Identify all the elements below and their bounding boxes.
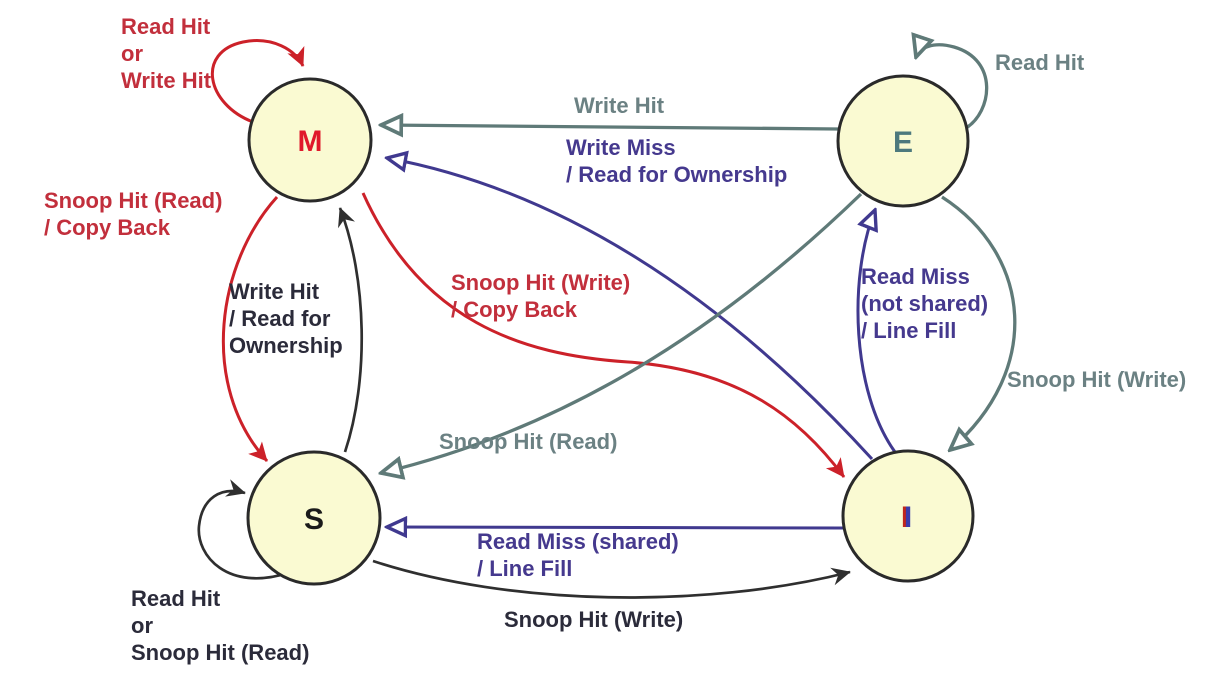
label-m-to-s: Snoop Hit (Read) / Copy Back [44,188,223,240]
edge-e-to-m-arrow [381,125,839,129]
edge-s-to-m-arrow [338,207,364,453]
node-invalid-label: I [904,501,912,534]
label-m-to-i: Snoop Hit (Write) / Copy Back [451,270,631,322]
node-shared-label: S [304,503,324,536]
edge-i-to-e-arrow [856,210,897,453]
label-i-to-m: Write Miss / Read for Ownership [566,135,788,187]
edge-m-self-loop-arrow [210,39,305,124]
node-exclusive-label: E [893,126,913,159]
label-e-self-loop: Read Hit [995,50,1085,75]
edge-m-to-s-arrow [221,195,279,462]
edge-e-self-loop-arrow [916,45,989,130]
node-modified-label: M [298,125,323,158]
label-i-to-e: Read Miss (not shared) / Line Fill [861,264,989,343]
label-s-to-i: Snoop Hit (Write) [504,607,684,632]
label-e-to-i: Snoop Hit (Write) [1007,367,1187,392]
edge-m-to-i-arrow [361,192,846,478]
edge-i-to-s-arrow [387,527,844,528]
label-m-self-loop: Read Hit or Write Hit [121,14,212,93]
label-i-to-s: Read Miss (shared) / Line Fill [477,529,679,581]
label-e-to-m: Write Hit [574,93,665,118]
edge-s-self-loop-arrow [197,479,289,580]
edge-i-to-m-arrow [387,158,874,461]
node-shared-circle [246,450,382,586]
node-exclusive-circle [836,74,970,208]
node-invalid-circle [841,449,975,583]
node-modified-circle [247,77,373,203]
edge-s-to-i-arrow [372,559,851,599]
label-e-to-s: Snoop Hit (Read) [439,429,618,454]
edge-e-to-s-arrow [381,192,863,473]
label-s-self-loop: Read Hit or Snoop Hit (Read) [131,586,310,665]
label-s-to-m: Write Hit / Read for Ownership [229,279,343,358]
edge-e-to-i-arrow [941,195,1017,450]
